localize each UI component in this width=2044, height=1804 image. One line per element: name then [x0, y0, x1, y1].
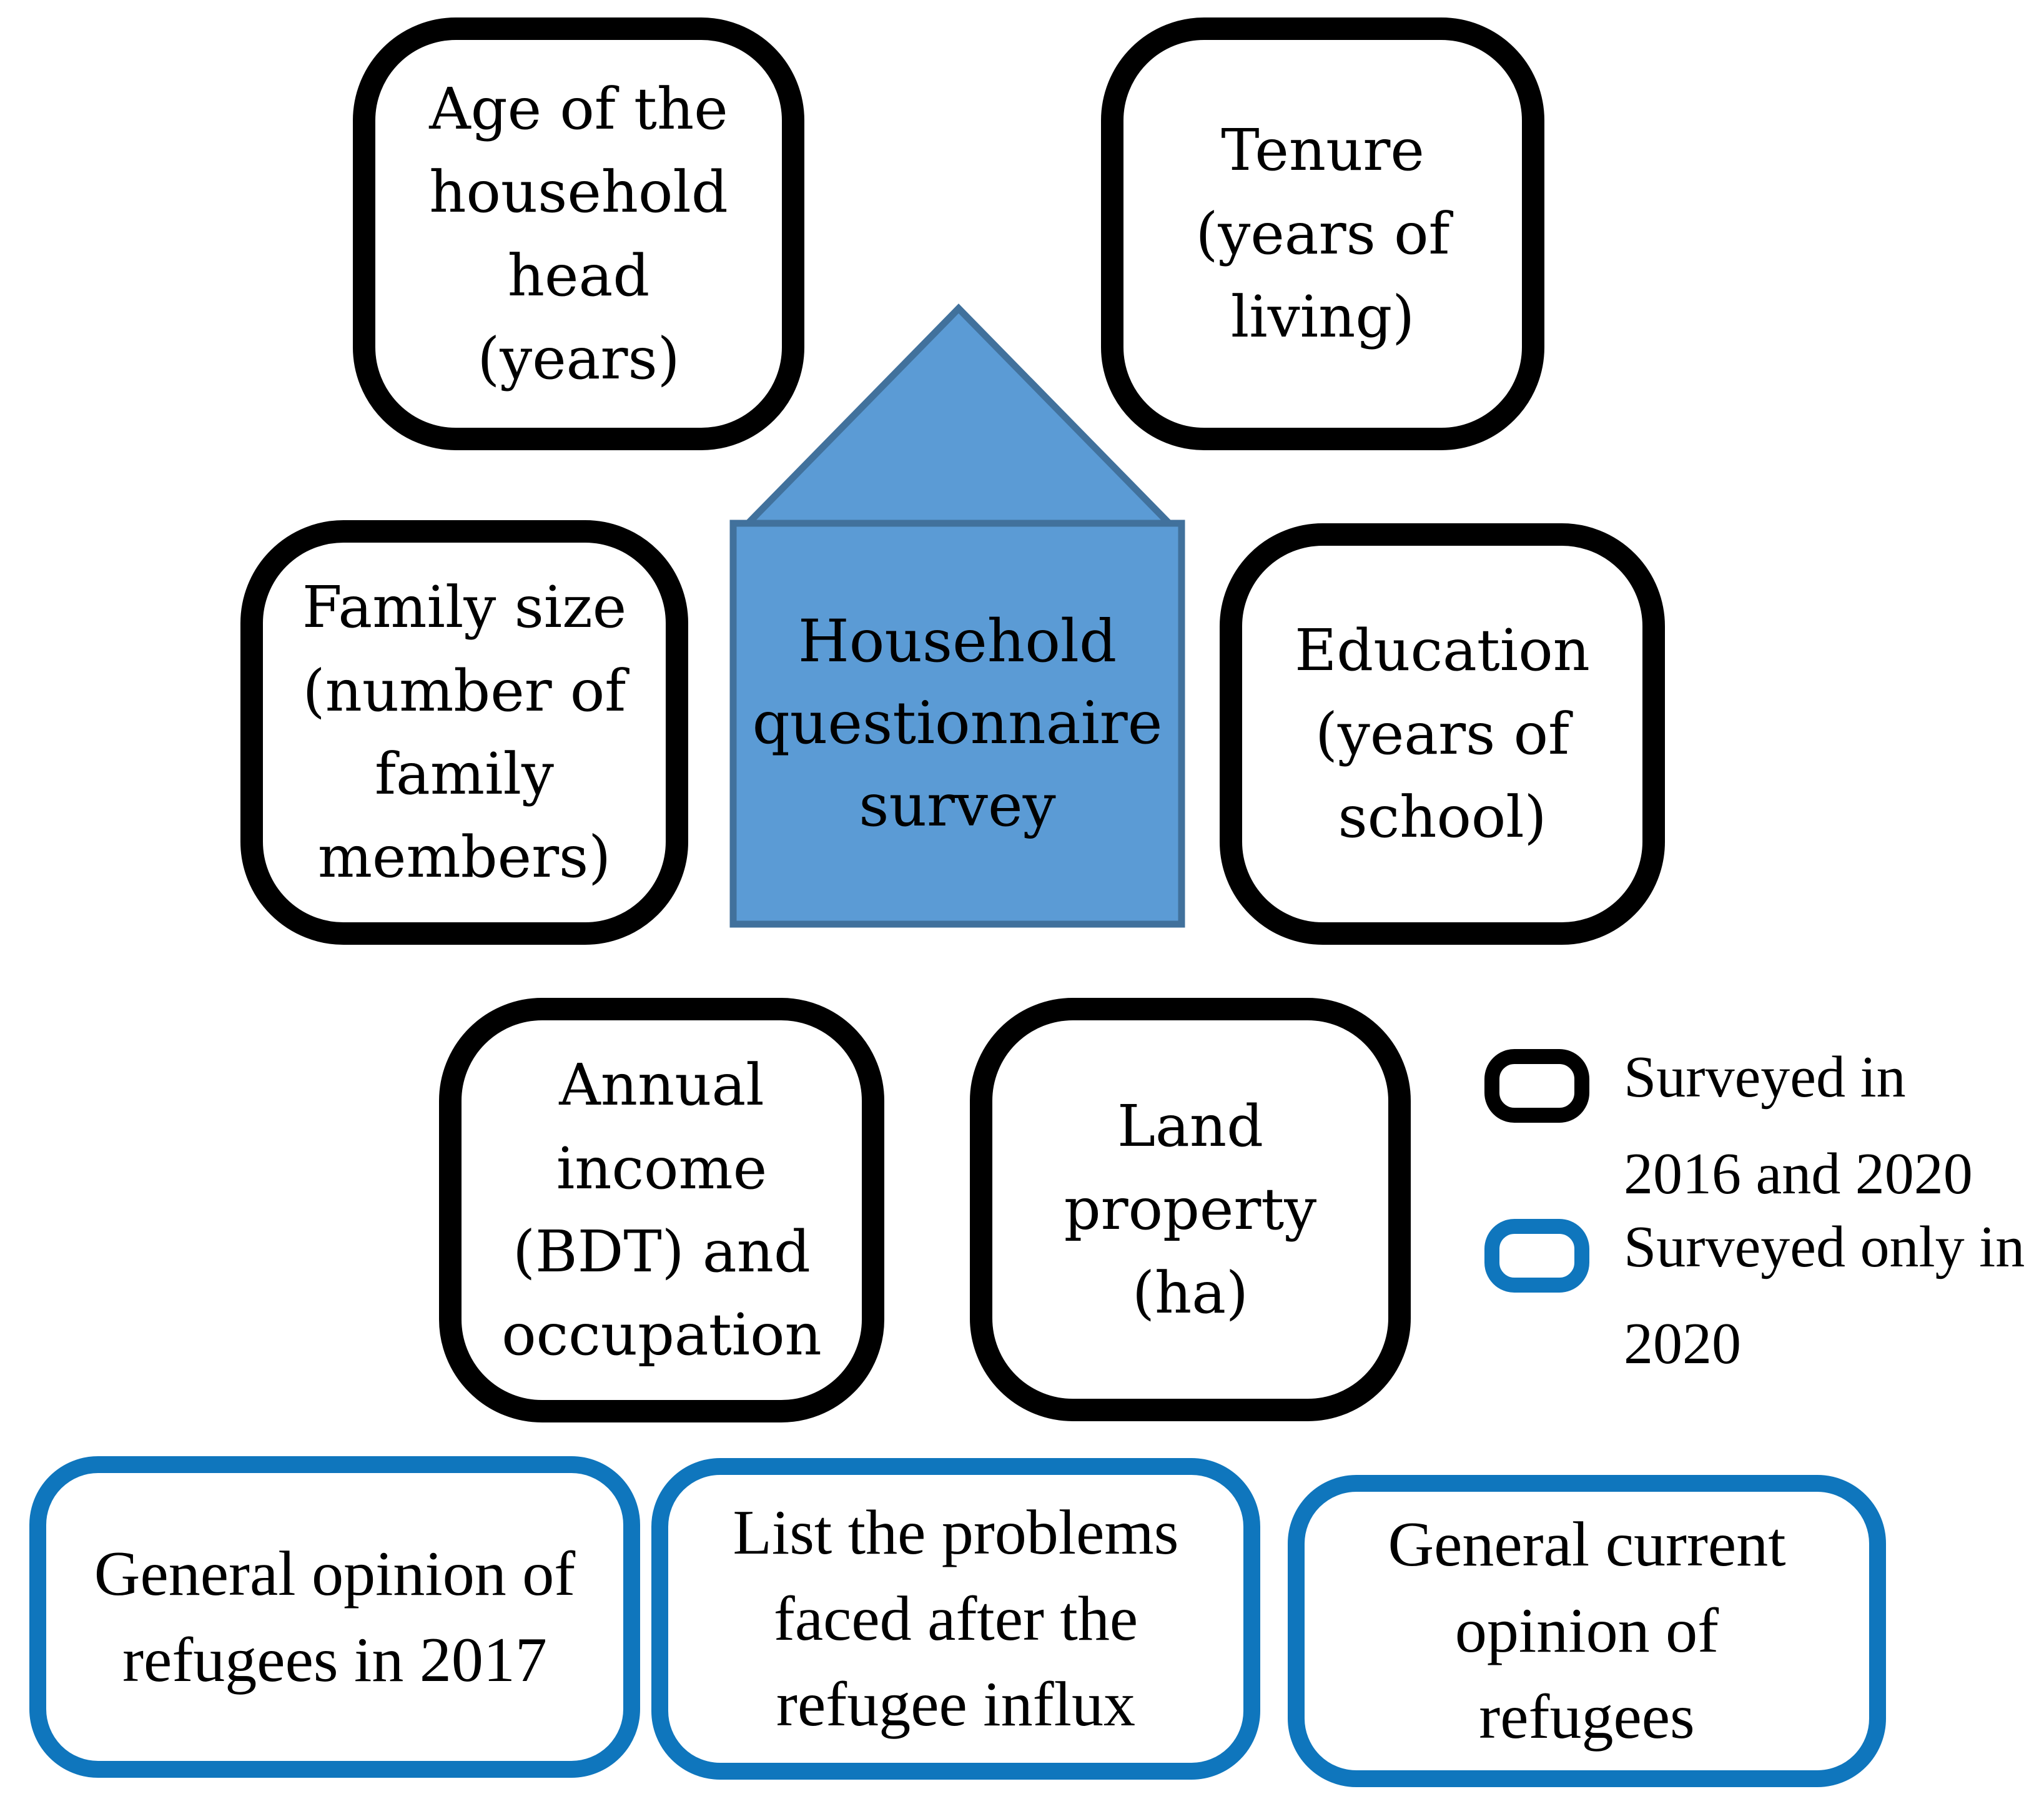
box-land-property-label: Land property (ha)	[1064, 1092, 1317, 1326]
box-annual-income-occupation-label: Annual income (BDT) and occupation	[501, 1052, 822, 1369]
house-body-rect	[729, 520, 1185, 928]
box-problems-refugee-influx: List the problems faced after the refuge…	[651, 1458, 1260, 1780]
box-education-label: Education (years of school)	[1295, 617, 1590, 851]
box-age-household-head-label: Age of the household head (years)	[429, 75, 728, 392]
legend-label-surveyed-2016-2020: Surveyed in 2016 and 2020	[1624, 1045, 1973, 1207]
house-label: Household questionnaire survey	[752, 607, 1163, 840]
box-general-opinion-2017-label: General opinion of refugees in 2017	[94, 1538, 576, 1695]
box-education: Education (years of school)	[1220, 523, 1665, 945]
house-shape	[729, 303, 1185, 928]
box-family-size-label: Family size (number of family members)	[302, 574, 627, 891]
box-land-property: Land property (ha)	[970, 998, 1411, 1421]
box-family-size: Family size (number of family members)	[240, 520, 688, 945]
legend-swatch-surveyed-2016-2020	[1484, 1049, 1589, 1123]
box-age-household-head: Age of the household head (years)	[353, 17, 804, 450]
box-tenure-label: Tenure (years of living)	[1195, 117, 1450, 351]
box-general-current-opinion: General current opinion of refugees	[1288, 1475, 1886, 1787]
box-general-current-opinion-label: General current opinion of refugees	[1388, 1509, 1786, 1752]
box-annual-income-occupation: Annual income (BDT) and occupation	[439, 998, 884, 1422]
box-problems-refugee-influx-label: List the problems faced after the refuge…	[733, 1497, 1179, 1740]
house-roof-triangle	[739, 303, 1178, 527]
house-label-container: Household questionnaire survey	[733, 523, 1182, 924]
box-general-opinion-2017: General opinion of refugees in 2017	[29, 1456, 640, 1778]
legend-label-surveyed-2020-only: Surveyed only in 2020	[1624, 1215, 2025, 1377]
legend-swatch-surveyed-2020-only	[1484, 1219, 1589, 1293]
